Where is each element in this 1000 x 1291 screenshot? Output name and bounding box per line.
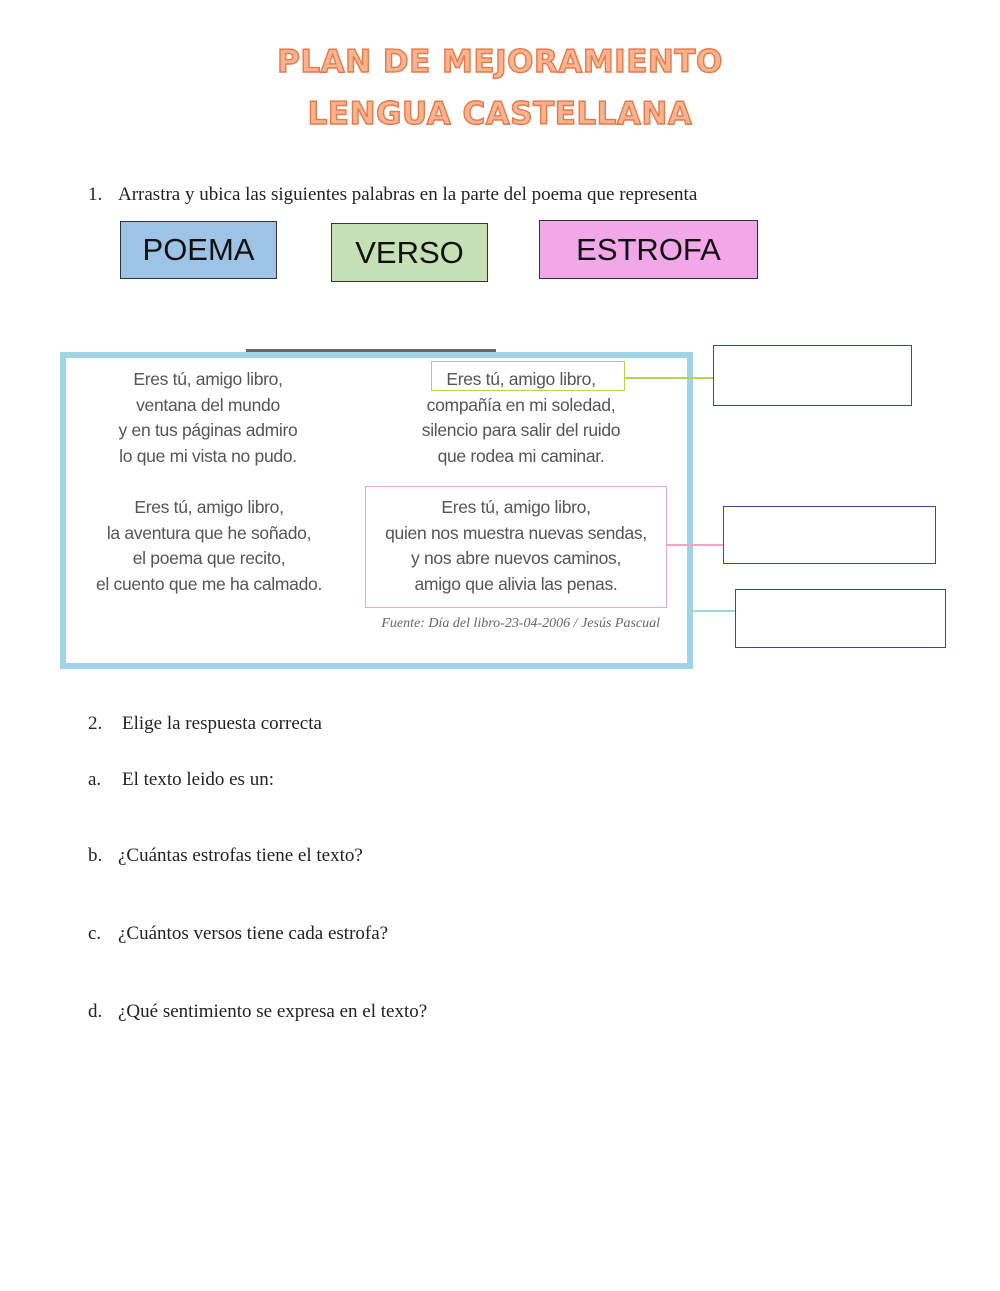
poem-source: Fuente: Día del libro-23-04-2006 / Jesús… <box>381 616 660 631</box>
verse: la aventura que he soñado, <box>106 522 312 543</box>
stanza-2: Eres tú, amigo libro, compañía en mi sol… <box>396 367 646 469</box>
question-2-text: Elige la respuesta correcta <box>122 713 322 734</box>
item-text: El texto leido es un: <box>122 769 274 790</box>
verse-connector-line <box>625 377 714 379</box>
verse: ventana del mundo <box>136 394 280 415</box>
stanza-connector-line <box>667 544 723 546</box>
stanza-highlight <box>365 486 667 608</box>
question-2: 2. Elige la respuesta correcta <box>88 713 322 735</box>
question-2c: c. ¿Cuántos versos tiene cada estrofa? <box>88 923 388 945</box>
verse: y nos abre nuevos caminos, <box>410 548 622 568</box>
verse: amigo que alivia las penas. <box>414 573 618 594</box>
verse-highlight <box>431 361 625 391</box>
verse: lo que mi vista no pudo. <box>119 445 297 466</box>
stanza-1: Eres tú, amigo libro, ventana del mundo … <box>88 367 328 469</box>
question-1: 1. Arrastra y ubica las siguientes palabr… <box>88 184 697 206</box>
drag-chip-verso[interactable]: VERSO <box>331 223 488 282</box>
poem-image-frame <box>60 352 693 669</box>
question-1-text: Arrastra y ubica las siguientes palabras… <box>118 184 698 205</box>
item-letter: b. <box>88 845 103 866</box>
worksheet-title: PLAN DE MEJORAMIENTO <box>276 43 723 80</box>
drag-chip-estrofa[interactable]: ESTROFA <box>539 220 758 279</box>
verse: Eres tú, amigo libro, <box>441 497 591 517</box>
worksheet-subtitle: LENGUA CASTELLANA <box>307 95 693 132</box>
verse: Eres tú, amigo libro, <box>446 369 596 389</box>
drag-chip-poema[interactable]: POEMA <box>120 221 277 279</box>
item-text: ¿Cuántos versos tiene cada estrofa? <box>118 923 389 944</box>
stanza-4: Eres tú, amigo libro, quien nos muestra … <box>368 495 664 597</box>
question-2d: d. ¿Qué sentimiento se expresa en el text… <box>88 1001 427 1023</box>
verse: quien nos muestra nuevas sendas, <box>385 522 647 543</box>
item-letter: a. <box>88 769 102 790</box>
question-1-number: 1. <box>88 184 103 205</box>
item-letter: c. <box>88 923 102 944</box>
verse: Eres tú, amigo libro, <box>134 497 284 517</box>
stanza-3: Eres tú, amigo libro, la aventura que he… <box>84 495 334 597</box>
verse: el poema que recito, <box>132 548 286 568</box>
verse: que rodea mi caminar. <box>437 445 605 466</box>
item-text: ¿Qué sentimiento se expresa en el texto? <box>118 1001 428 1022</box>
question-2a: a. El texto leido es un: <box>88 769 274 791</box>
verse: y en tus páginas admiro <box>118 420 298 440</box>
drop-zone-verse[interactable] <box>713 345 912 406</box>
question-2-number: 2. <box>88 713 103 734</box>
verse: silencio para salir del ruido <box>421 420 621 440</box>
drop-zone-stanza[interactable] <box>723 506 936 564</box>
verse: el cuento que me ha calmado. <box>95 573 323 594</box>
poem-image-tab <box>246 349 496 353</box>
verse: Eres tú, amigo libro, <box>133 369 283 389</box>
question-2b: b. ¿Cuántas estrofas tiene el texto? <box>88 845 363 867</box>
item-text: ¿Cuántas estrofas tiene el texto? <box>118 845 363 866</box>
poem-connector-line <box>693 610 735 612</box>
item-letter: d. <box>88 1001 103 1022</box>
verse: compañía en mi soledad, <box>426 394 616 415</box>
drop-zone-poem[interactable] <box>735 589 946 648</box>
